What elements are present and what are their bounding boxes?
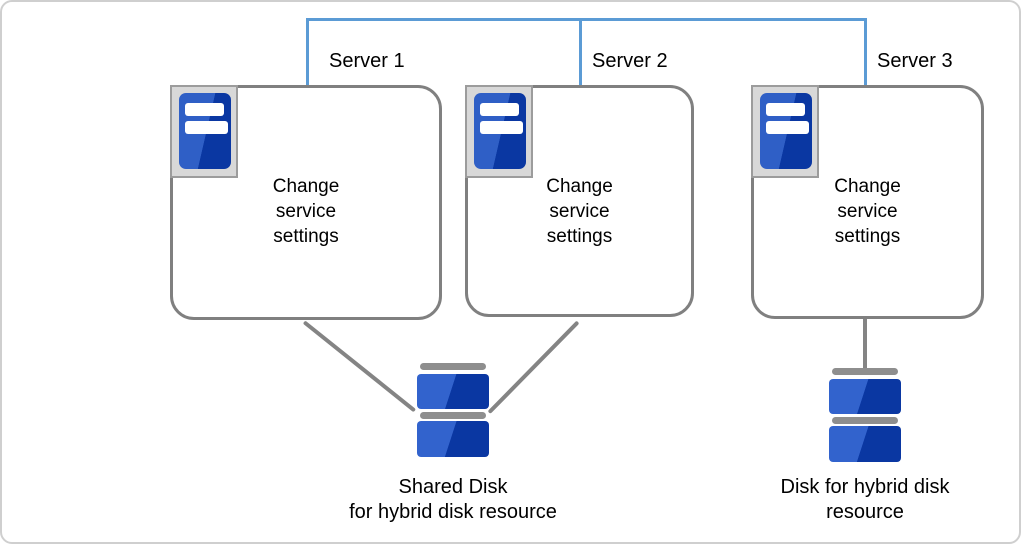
connector-server3-disk <box>863 319 867 369</box>
disk-cap <box>832 417 898 424</box>
hybrid-disk-icon <box>829 368 901 462</box>
network-drop-server1-line <box>306 18 309 85</box>
disk-cap <box>832 368 898 375</box>
disk-cap <box>420 412 486 419</box>
disk-platter <box>829 379 901 414</box>
disk-cap <box>420 363 486 370</box>
server-icon-slot <box>185 103 224 116</box>
server2-icon <box>465 85 533 178</box>
server-icon-chassis <box>760 93 812 169</box>
server1-action-text: Change service settings <box>272 176 340 247</box>
disk-platter <box>417 374 489 409</box>
server3-icon <box>751 85 819 178</box>
disk-platter <box>829 426 901 462</box>
network-drop-server2-line <box>579 18 582 85</box>
server-icon-chassis <box>179 93 231 169</box>
shared-disk-caption: Shared Disk for hybrid disk resource <box>349 476 557 523</box>
connector-server2-shared-disk <box>487 320 580 414</box>
disk-platter <box>417 421 489 457</box>
server-icon-slot <box>766 121 809 134</box>
server2-action-text: Change service settings <box>546 176 613 247</box>
server-icon-slot <box>480 121 523 134</box>
server1-icon <box>170 85 238 178</box>
network-line-horizontal <box>306 18 867 21</box>
server2-label: Server 2 <box>592 50 668 72</box>
network-drop-server3-line <box>864 18 867 85</box>
server1-label: Server 1 <box>329 50 405 72</box>
server3-action-text: Change service settings <box>834 176 901 247</box>
server2-box: Change service settings <box>465 85 694 317</box>
server3-label: Server 3 <box>877 50 953 72</box>
server-icon-slot <box>480 103 519 116</box>
server-icon-slot <box>766 103 805 116</box>
server-icon-slot <box>185 121 228 134</box>
hybrid-disk-caption: Disk for hybrid disk resource <box>780 476 950 523</box>
connector-server1-shared-disk <box>302 320 417 413</box>
shared-disk-icon <box>417 363 489 457</box>
server-icon-chassis <box>474 93 526 169</box>
